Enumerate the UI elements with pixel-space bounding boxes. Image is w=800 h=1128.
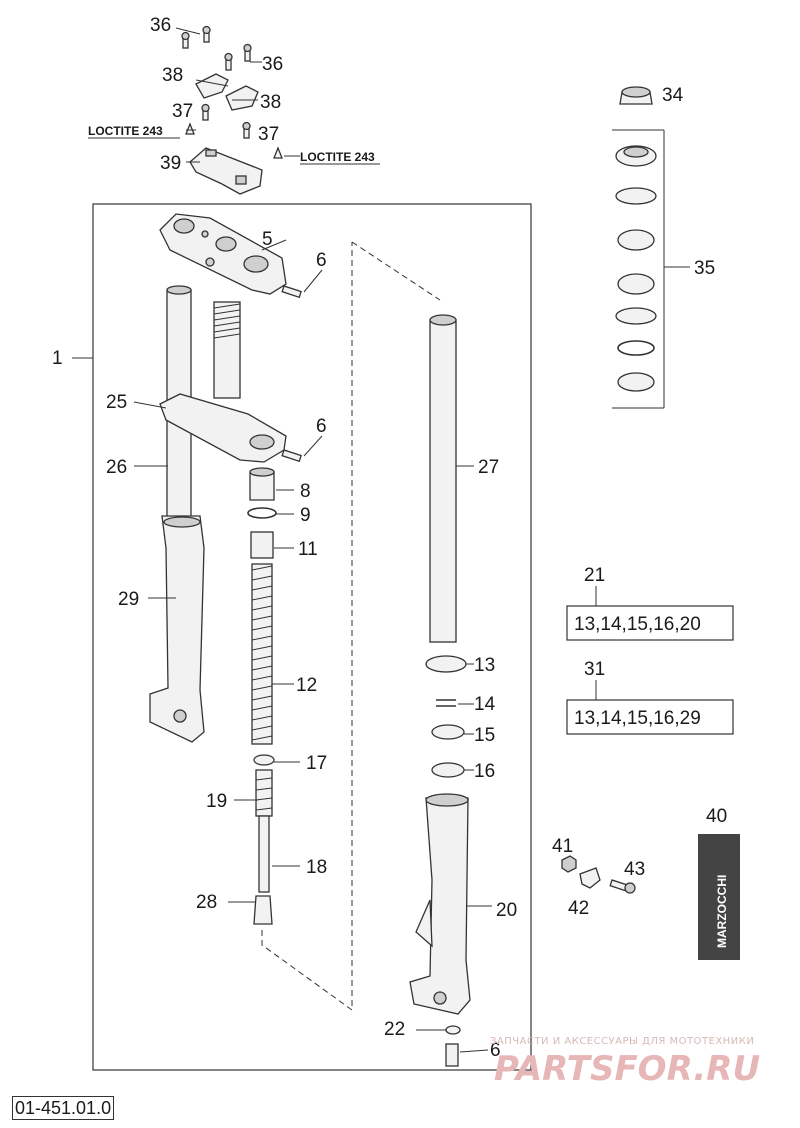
callout-38-left: 38 bbox=[162, 65, 183, 86]
clamp-38-left bbox=[195, 73, 229, 99]
callout-35: 35 bbox=[694, 258, 715, 279]
washer-17 bbox=[253, 754, 275, 766]
bolt-37-left bbox=[185, 103, 210, 135]
kit-21-contents: 13,14,15,16,20 bbox=[574, 614, 701, 635]
upper-triple-clamp-5 bbox=[159, 213, 287, 295]
washer-16 bbox=[431, 762, 465, 778]
kit-31-contents: 13,14,15,16,29 bbox=[574, 708, 701, 729]
watermark-brand: PARTSFOR.RU bbox=[494, 1049, 760, 1089]
callout-8: 8 bbox=[300, 481, 311, 502]
bolt-6-upper bbox=[281, 269, 323, 299]
callout-41: 41 bbox=[552, 836, 573, 857]
spring-12 bbox=[251, 563, 273, 745]
lock-28 bbox=[253, 895, 273, 925]
callout-28: 28 bbox=[196, 892, 217, 913]
left-outer-leg-29 bbox=[149, 515, 205, 743]
oil-seal-15 bbox=[431, 724, 465, 740]
assembly-dashed-line bbox=[261, 241, 441, 1011]
callout-6-upper: 6 bbox=[316, 250, 327, 271]
callout-34: 34 bbox=[662, 85, 684, 106]
callout-15: 15 bbox=[474, 725, 495, 746]
callout-22: 22 bbox=[384, 1019, 405, 1040]
clip-14 bbox=[436, 699, 456, 707]
assembly-frame bbox=[92, 203, 532, 1071]
callout-27: 27 bbox=[478, 457, 499, 478]
callout-11: 11 bbox=[298, 539, 318, 560]
nut-41 bbox=[561, 855, 577, 873]
loctite-note-left: LOCTITE 243 bbox=[88, 124, 163, 138]
callout-40: 40 bbox=[706, 806, 727, 827]
callout-16: 16 bbox=[474, 761, 495, 782]
marzocchi-decal-40 bbox=[698, 834, 740, 960]
callout-36-top: 36 bbox=[150, 15, 171, 36]
callout-20: 20 bbox=[496, 900, 517, 921]
callout-37-left: 37 bbox=[172, 101, 193, 122]
callout-26: 26 bbox=[106, 457, 127, 478]
bolt-6-lower bbox=[281, 435, 323, 463]
dust-seal-13 bbox=[425, 655, 467, 673]
right-inner-tube-27 bbox=[429, 314, 457, 643]
callout-39: 39 bbox=[160, 153, 181, 174]
callout-17: 17 bbox=[306, 753, 327, 774]
bolt-36a bbox=[175, 25, 211, 49]
right-outer-leg-20 bbox=[409, 793, 471, 1015]
steering-stem bbox=[213, 301, 241, 399]
callout-42: 42 bbox=[568, 898, 589, 919]
callout-13: 13 bbox=[474, 655, 495, 676]
callout-29: 29 bbox=[118, 589, 139, 610]
leader-lines bbox=[72, 79, 492, 1053]
nut-34 bbox=[619, 86, 653, 105]
clamp-38-right bbox=[225, 85, 259, 111]
callout-25: 25 bbox=[106, 392, 127, 413]
callout-36-mid: 36 bbox=[262, 54, 283, 75]
drawing-code: 01-451.01.0 bbox=[12, 1096, 115, 1120]
callout-14: 14 bbox=[474, 694, 496, 715]
kit-21-box bbox=[566, 605, 734, 641]
bearing-kit-35 bbox=[612, 129, 690, 409]
left-fork-tube-26 bbox=[166, 285, 192, 521]
washer-22 bbox=[445, 1025, 461, 1035]
callout-1: 1 bbox=[52, 348, 63, 369]
callout-6-bottom: 6 bbox=[490, 1040, 501, 1061]
callout-5: 5 bbox=[262, 229, 273, 250]
clip-42 bbox=[579, 867, 601, 889]
spacer-11 bbox=[250, 531, 274, 559]
callout-6-lower: 6 bbox=[316, 416, 327, 437]
bolt-6-bottom bbox=[445, 1043, 459, 1067]
bolt-37-right bbox=[242, 121, 300, 159]
decal-brand-text: MARZOCCHI bbox=[715, 875, 729, 948]
watermark-tagline: ЗАПЧАСТИ И АКСЕССУАРЫ ДЛЯ МОТОТЕХНИКИ bbox=[490, 1036, 754, 1047]
loctite-note-right: LOCTITE 243 bbox=[300, 150, 375, 164]
callout-31: 31 bbox=[584, 659, 605, 680]
callout-9: 9 bbox=[300, 505, 311, 526]
callout-21: 21 bbox=[584, 565, 605, 586]
bolt-43 bbox=[609, 879, 636, 894]
callout-19: 19 bbox=[206, 791, 227, 812]
callout-12: 12 bbox=[296, 675, 317, 696]
kit-31-box bbox=[566, 699, 734, 735]
callout-37-right: 37 bbox=[258, 124, 279, 145]
callout-43: 43 bbox=[624, 859, 645, 880]
damper-rod-18 bbox=[255, 769, 273, 893]
clamp-base-39 bbox=[189, 147, 263, 195]
callout-18: 18 bbox=[306, 857, 327, 878]
bolt-36b bbox=[224, 43, 262, 71]
callout-38-right: 38 bbox=[260, 92, 281, 113]
handlebar-clamp-group bbox=[175, 25, 300, 195]
o-ring-9 bbox=[247, 507, 277, 519]
